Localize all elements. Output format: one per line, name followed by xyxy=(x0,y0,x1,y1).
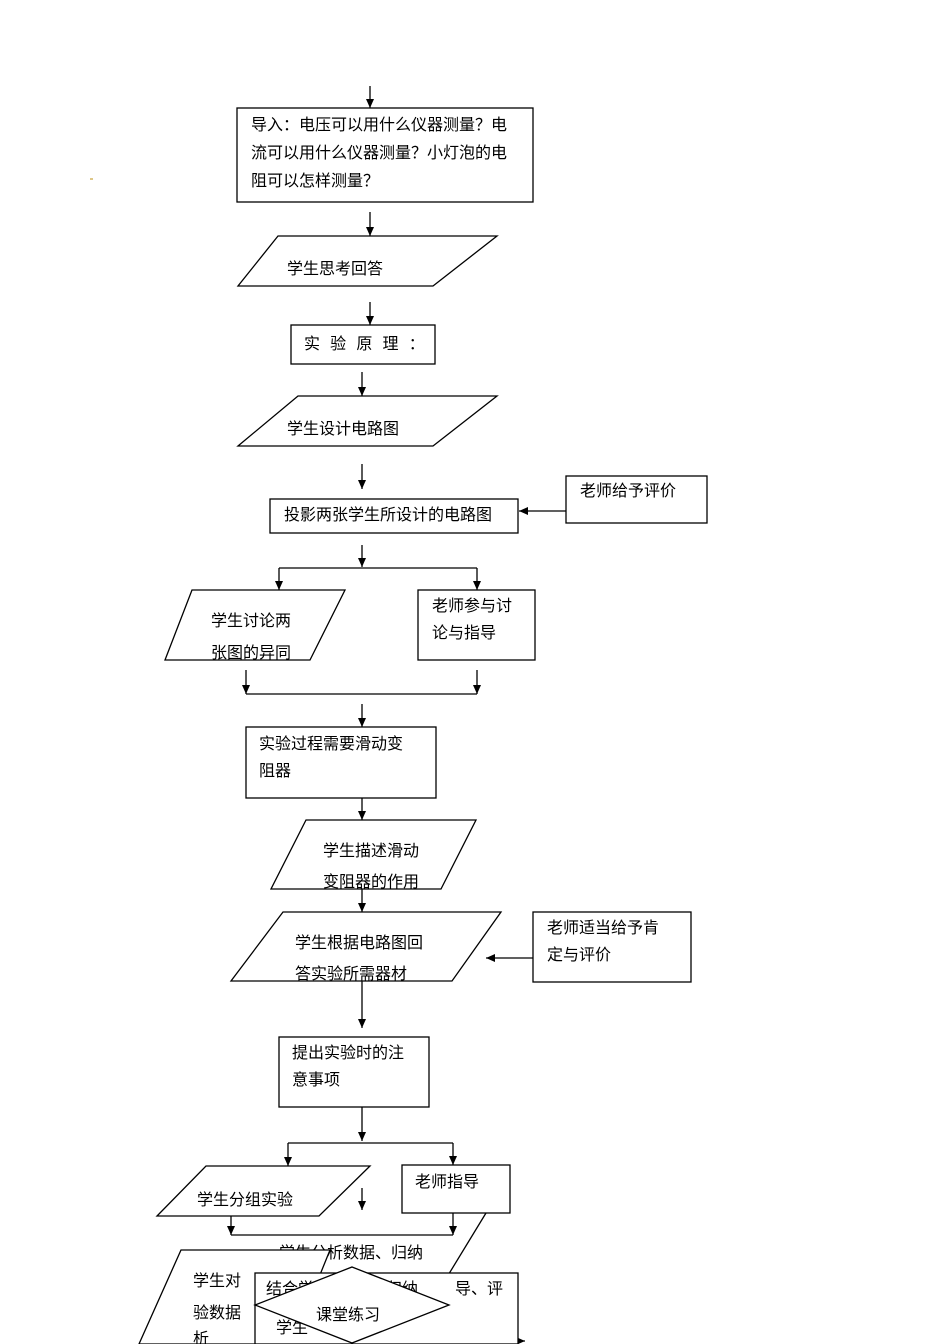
principle-text: 实 验 原 理 ： xyxy=(304,334,425,353)
describe-line-1: 学生描述滑动 xyxy=(323,841,419,860)
node-teacher-eval: 老师给予评价 xyxy=(565,475,708,524)
connectors xyxy=(227,86,566,1344)
intro-line-1: 导入：电压可以用什么仪器测量？电 xyxy=(251,115,507,134)
notes-line-2: 意事项 xyxy=(292,1070,340,1089)
affirm-line-1: 老师适当给予肯 xyxy=(547,918,659,937)
combine-line-3: 导、评 xyxy=(455,1279,503,1298)
node-intro: 导入：电压可以用什么仪器测量？电 流可以用什么仪器测量？小灯泡的电 阻可以怎样测… xyxy=(236,107,534,203)
group-text: 学生分组实验 xyxy=(197,1190,293,1209)
equipment-line-1: 学生根据电路图回 xyxy=(295,933,423,952)
describe-line-2: 变阻器的作用 xyxy=(323,872,419,891)
node-group: 学生分组实验 xyxy=(155,1165,372,1217)
intro-line-2: 流可以用什么仪器测量？小灯泡的电 xyxy=(251,143,507,162)
node-rheostat: 实验过程需要滑动变 阻器 xyxy=(245,726,437,799)
discuss-line-1: 学生讨论两 xyxy=(211,611,291,630)
node-notes: 提出实验时的注 意事项 xyxy=(278,1036,430,1108)
compare-line-2: 验数据 xyxy=(193,1303,241,1322)
teacher-guide-line-1: 老师参与讨 xyxy=(432,596,512,615)
rheostat-line-2: 阻器 xyxy=(259,761,291,780)
exercise-text: 课堂练习 xyxy=(316,1305,380,1324)
think-text: 学生思考回答 xyxy=(287,259,383,278)
notes-line-1: 提出实验时的注 xyxy=(292,1043,404,1062)
node-teacher-guide: 老师参与讨 论与指导 xyxy=(417,589,536,661)
rheostat-line-1: 实验过程需要滑动变 xyxy=(259,734,403,753)
design-text: 学生设计电路图 xyxy=(287,419,399,438)
node-principle: 实 验 原 理 ： xyxy=(290,324,436,365)
equipment-line-2: 答实验所需器材 xyxy=(295,964,407,983)
node-think: 学生思考回答 xyxy=(236,235,499,287)
compare-line-1: 学生对 xyxy=(193,1271,241,1290)
teacher-guide-line-2: 论与指导 xyxy=(432,623,496,642)
node-exercise: 课堂练习 xyxy=(253,1266,451,1344)
affirm-line-2: 定与评价 xyxy=(547,945,611,964)
node-equipment: 学生根据电路图回 答实验所需器材 xyxy=(229,911,503,983)
node-discuss: 学生讨论两 张图的异同 xyxy=(164,589,347,662)
discuss-line-2: 张图的异同 xyxy=(211,643,291,662)
node-describe: 学生描述滑动 变阻器的作用 xyxy=(269,819,478,891)
teacher-direct-text: 老师指导 xyxy=(415,1172,479,1191)
compare-line-3: 析 xyxy=(193,1329,209,1344)
intro-line-3: 阻可以怎样测量？ xyxy=(251,171,379,190)
project-text: 投影两张学生所设计的电路图 xyxy=(284,505,492,524)
node-affirm: 老师适当给予肯 定与评价 xyxy=(532,911,692,983)
node-project: 投影两张学生所设计的电路图 xyxy=(269,498,519,534)
node-teacher-direct: 老师指导 xyxy=(401,1164,511,1301)
teacher-eval-text: 老师给予评价 xyxy=(580,481,676,500)
node-design: 学生设计电路图 xyxy=(236,395,499,447)
